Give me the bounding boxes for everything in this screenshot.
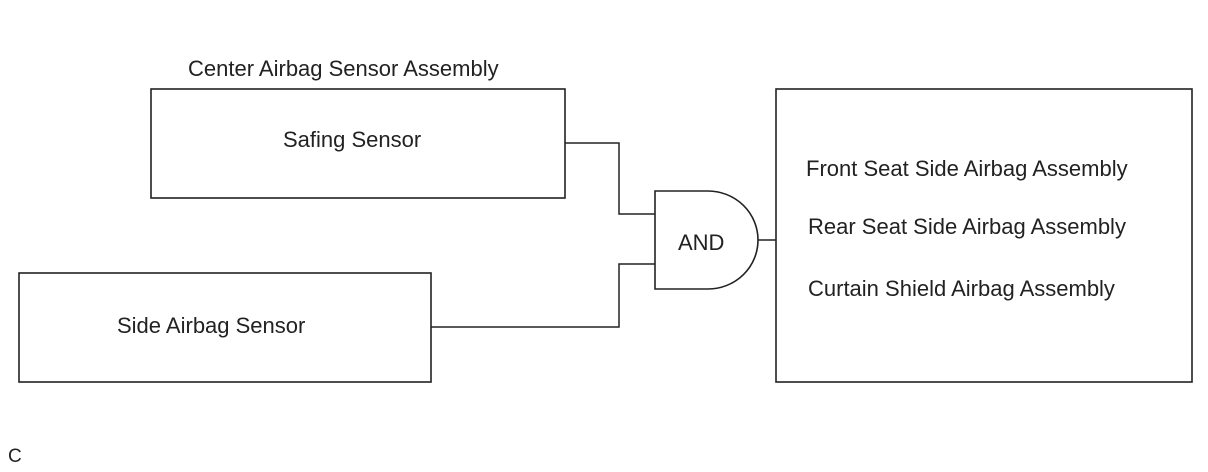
safing-sensor-label: Safing Sensor	[283, 127, 422, 152]
side-to-and-wire	[431, 263, 655, 328]
and-gate	[654, 190, 759, 290]
safing-to-and-wire	[565, 142, 655, 215]
front-seat-side-airbag-label: Front Seat Side Airbag Assembly	[806, 156, 1128, 181]
center-airbag-sensor-assembly-label: Center Airbag Sensor Assembly	[188, 56, 499, 81]
side-airbag-sensor-label: Side Airbag Sensor	[117, 313, 306, 338]
rear-seat-side-airbag-label: Rear Seat Side Airbag Assembly	[808, 214, 1126, 239]
figure-code-label: C	[8, 446, 22, 467]
and-gate-label: AND	[678, 230, 725, 255]
airbag-assemblies-box	[775, 88, 1193, 383]
curtain-shield-airbag-label: Curtain Shield Airbag Assembly	[808, 276, 1115, 301]
